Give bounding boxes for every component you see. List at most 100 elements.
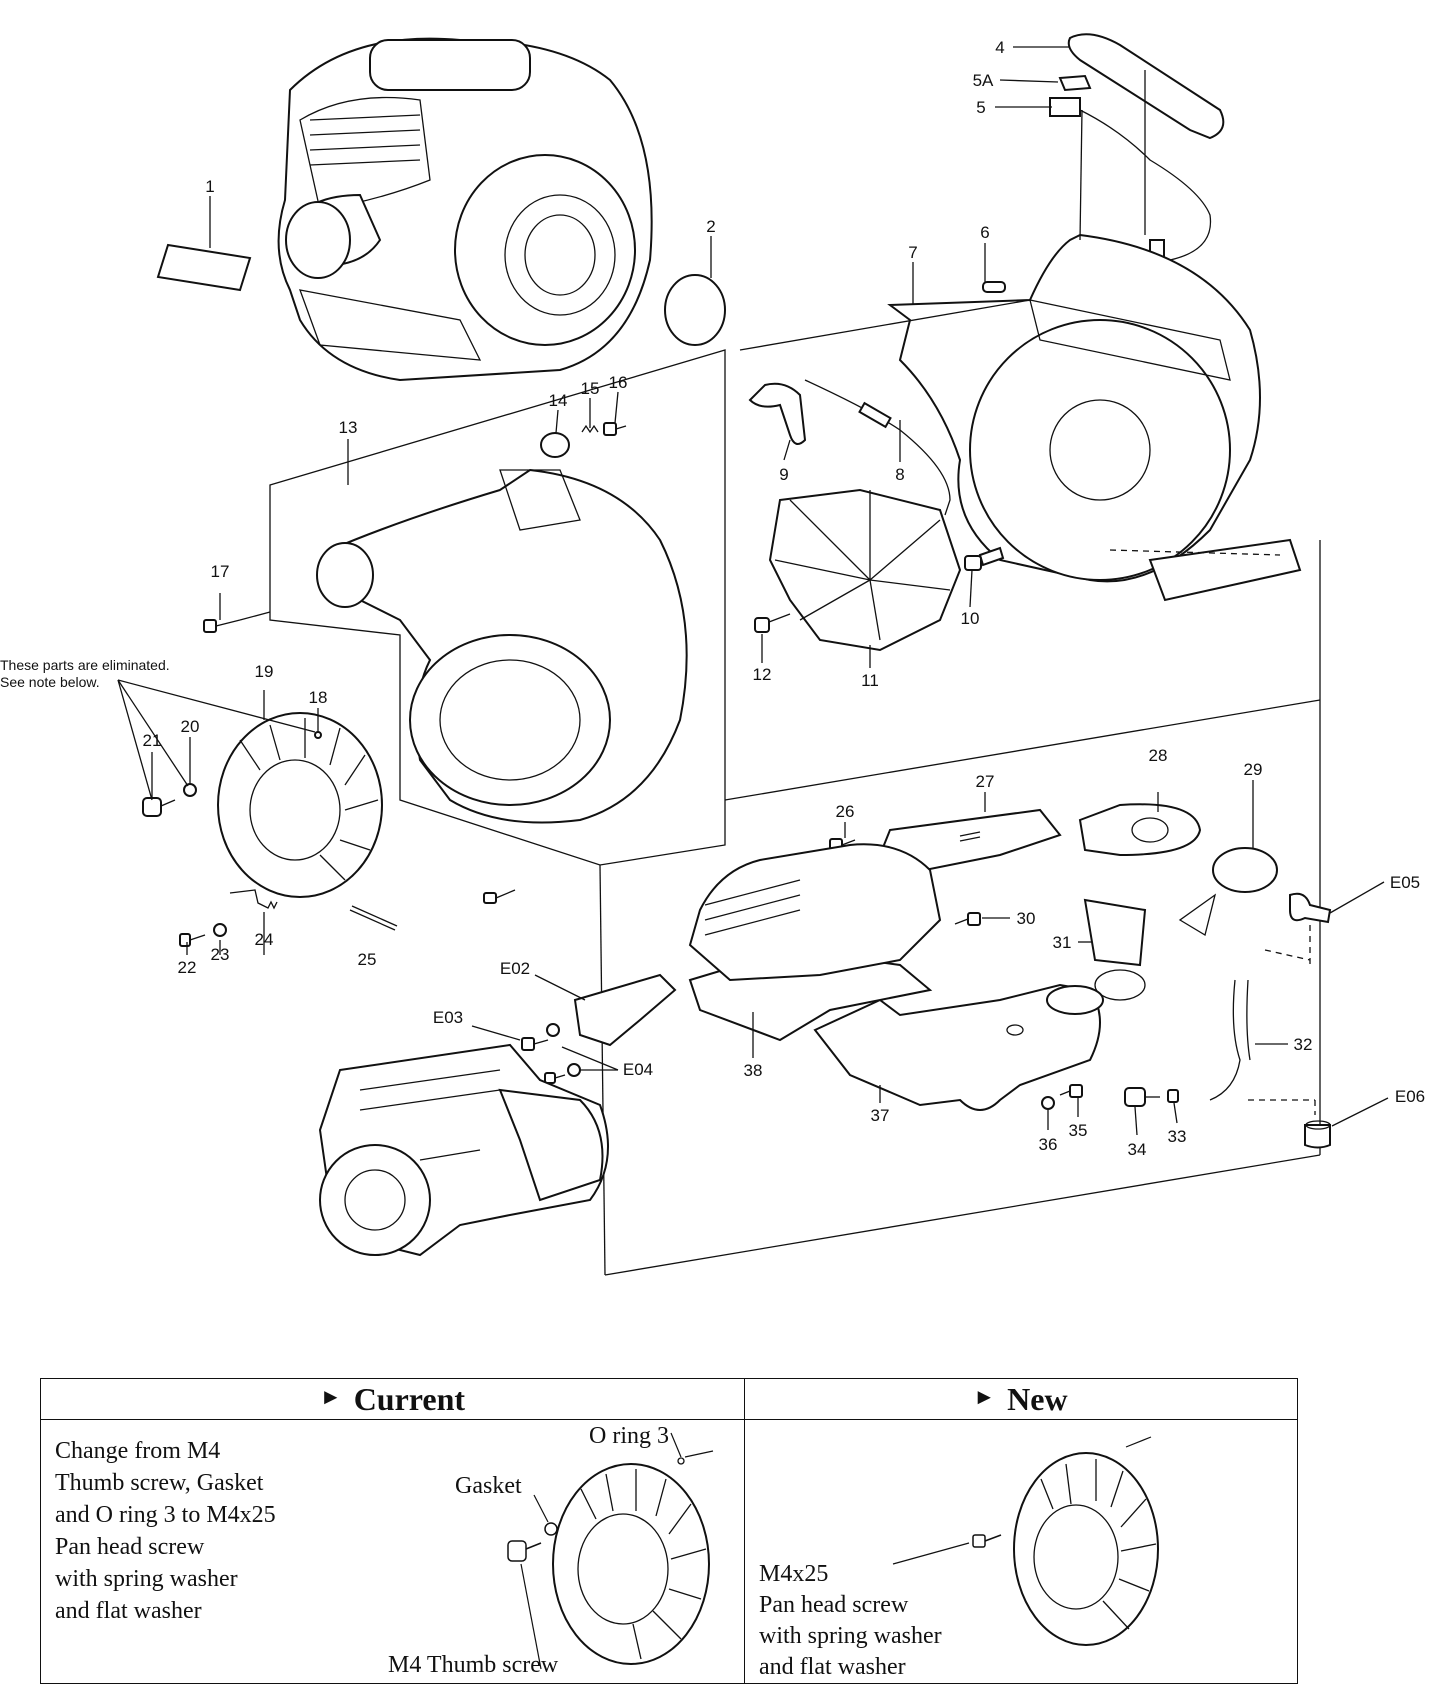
callout-5a: 5A <box>973 71 994 90</box>
callout-12: 12 <box>753 665 772 684</box>
gasket-label: Gasket <box>455 1473 522 1499</box>
callout-29: 29 <box>1244 760 1263 779</box>
new-fan-cover-illustration <box>1013 1436 1159 1646</box>
callout-13: 13 <box>339 418 358 437</box>
cap-part-e06 <box>1304 1120 1331 1149</box>
screw-part-e03 <box>521 1023 560 1051</box>
callout-20: 20 <box>181 717 200 736</box>
callout-34: 34 <box>1128 1140 1147 1159</box>
washer-part-23 <box>213 923 227 937</box>
callout-22: 22 <box>178 958 197 977</box>
callout-6: 6 <box>980 223 989 242</box>
eliminated-pointer-lines <box>117 679 316 801</box>
callout-e03: E03 <box>433 1008 463 1027</box>
screw-part-16 <box>603 422 627 436</box>
callout-15: 15 <box>581 379 600 398</box>
current-description-line: Change from M4 <box>55 1438 221 1464</box>
triangle-pointer-icon: ► <box>973 1384 996 1409</box>
callout-5: 5 <box>976 98 985 117</box>
thumb-screw-part-21 <box>142 797 176 817</box>
callout-e02: E02 <box>500 959 530 978</box>
callout-2: 2 <box>706 217 715 236</box>
screw-part-35 <box>1059 1084 1083 1098</box>
screw-part-22 <box>179 933 206 947</box>
engine-cover-part-unlabeled <box>688 843 942 982</box>
label-sticker-part-1 <box>156 243 252 292</box>
callout-e06: E06 <box>1395 1087 1425 1106</box>
callout-31: 31 <box>1053 933 1072 952</box>
pin-part-6 <box>982 281 1006 293</box>
current-description-line: Pan head screw <box>55 1534 205 1560</box>
lever-part-9 <box>748 382 807 445</box>
spring-part-24 <box>229 889 278 910</box>
gasket-illustration <box>533 1494 558 1536</box>
thumb-screw-illustration <box>507 1540 542 1670</box>
callout-36: 36 <box>1039 1135 1058 1154</box>
screw-part-17 <box>203 611 271 633</box>
o-ring-part-2 <box>664 274 726 346</box>
fuel-hose-part-32 <box>1209 925 1316 1115</box>
pin-part-25 <box>349 905 398 931</box>
callout-e05: E05 <box>1390 873 1420 892</box>
callout-35: 35 <box>1069 1121 1088 1140</box>
fan-cover-part-19 <box>217 712 383 898</box>
callout-33: 33 <box>1168 1127 1187 1146</box>
engine-assembly-illustration <box>318 1043 609 1257</box>
spring-part-15 <box>581 424 599 434</box>
current-description-line: and flat washer <box>55 1598 202 1624</box>
callout-9: 9 <box>779 465 788 484</box>
new-description-line: with spring washer <box>759 1623 942 1649</box>
callout-1: 1 <box>205 177 214 196</box>
callout-16: 16 <box>609 373 628 392</box>
callout-11: 11 <box>861 671 879 690</box>
eliminated-note-line1: These parts are eliminated. <box>0 657 170 673</box>
screw-unlabeled <box>483 889 516 904</box>
callout-17: 17 <box>211 562 230 581</box>
screw-washer-part-e04 <box>544 1063 581 1084</box>
column-divider <box>744 1419 745 1683</box>
o-ring-label: O ring 3 <box>589 1423 669 1449</box>
callout-7: 7 <box>908 243 917 262</box>
screw-part-12 <box>754 613 791 633</box>
callout-4: 4 <box>995 38 1004 57</box>
fuel-cap-part-29 <box>1178 847 1278 937</box>
new-description-line: Pan head screw <box>759 1592 909 1618</box>
gasket-part-20 <box>183 783 197 797</box>
current-description: Change from M4 Thumb screw, Gasket and O… <box>55 1435 355 1627</box>
clamp-part-e05 <box>1289 892 1332 924</box>
new-header-label: New <box>1007 1380 1068 1417</box>
callout-18: 18 <box>309 688 328 707</box>
fuel-tank-part-37 <box>813 983 1104 1111</box>
current-description-line: Thumb screw, Gasket <box>55 1470 264 1496</box>
callout-28: 28 <box>1149 746 1168 765</box>
callout-27: 27 <box>976 772 995 791</box>
new-description-line: M4x25 <box>759 1561 829 1587</box>
bracket-part-e02 <box>573 973 677 1047</box>
screw-part-30 <box>954 912 981 926</box>
pad-part-5a <box>1058 74 1092 92</box>
callout-labels: 1 2 4 5A 5 6 7 8 9 10 11 12 13 14 15 16 … <box>0 38 1425 1159</box>
current-header-label: Current <box>353 1380 466 1417</box>
pan-head-screw-illustration <box>892 1534 1002 1565</box>
o-ring-illustration <box>670 1432 714 1465</box>
callout-24: 24 <box>255 930 274 949</box>
new-description: M4x25 Pan head screw with spring washer … <box>759 1559 1059 1683</box>
rear-housing-part-7 <box>887 233 1302 602</box>
screw-part-10 <box>964 546 1005 571</box>
callout-21: 21 <box>143 731 162 750</box>
knob-part-14 <box>540 432 570 458</box>
callout-38: 38 <box>744 1061 763 1080</box>
callout-19: 19 <box>255 662 274 681</box>
callout-e04: E04 <box>623 1060 653 1079</box>
washer-part-36 <box>1041 1096 1055 1110</box>
filter-cover-part-28 <box>1078 803 1202 857</box>
fan-part-11 <box>768 488 962 652</box>
callout-25: 25 <box>358 950 377 969</box>
thumb-screw-label: M4 Thumb screw <box>388 1652 559 1678</box>
new-header: ► New <box>744 1379 1297 1420</box>
leader-lines <box>151 46 1389 1136</box>
triangle-pointer-icon: ► <box>319 1384 342 1409</box>
callout-14: 14 <box>549 391 568 410</box>
front-housing-part-13 <box>316 468 688 824</box>
